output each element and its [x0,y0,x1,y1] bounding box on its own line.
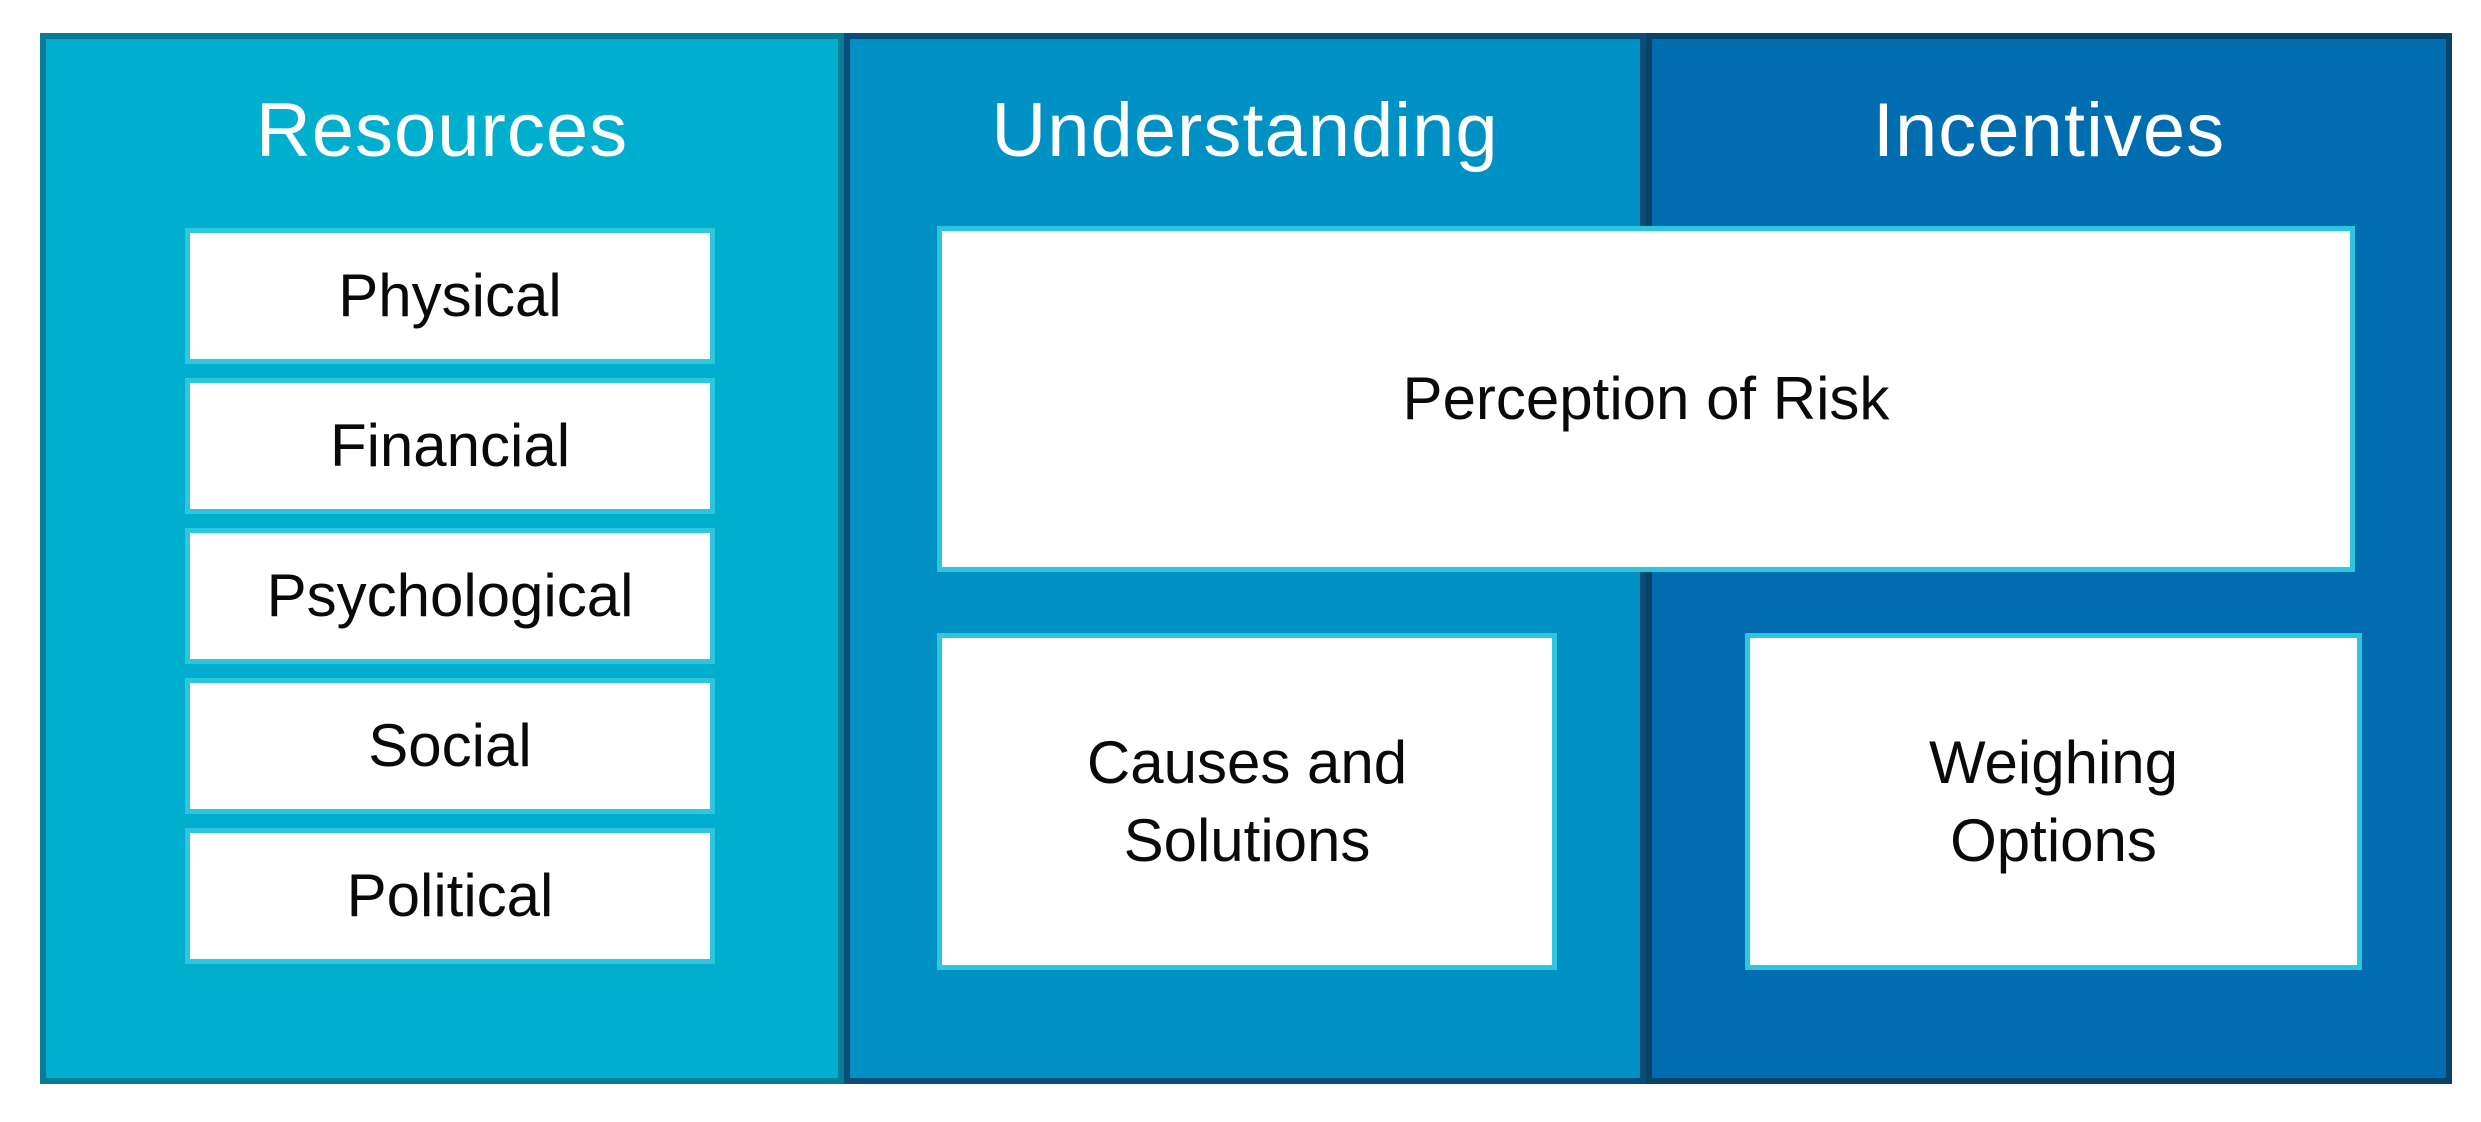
box-social: Social [185,678,715,814]
box-causes-and-solutions-label: Causes and Solutions [1086,728,1408,874]
box-physical: Physical [185,228,715,364]
box-political-label: Political [346,862,554,929]
box-social-label: Social [368,712,532,779]
box-perception-of-risk-label: Perception of Risk [1402,365,1890,432]
box-psychological: Psychological [185,528,715,664]
box-financial: Financial [185,378,715,514]
box-financial-label: Financial [329,412,571,479]
box-weighing-options: Weighing Options [1745,633,2362,970]
box-political: Political [185,828,715,964]
box-weighing-options-label: Weighing Options [1928,728,2179,874]
box-causes-and-solutions: Causes and Solutions [937,633,1557,970]
column-title-incentives: Incentives [1872,88,2226,173]
column-title-resources: Resources [255,88,629,173]
box-physical-label: Physical [338,262,562,329]
column-title-understanding: Understanding [991,88,1499,173]
box-psychological-label: Psychological [266,562,634,629]
box-perception-of-risk: Perception of Risk [937,226,2355,572]
